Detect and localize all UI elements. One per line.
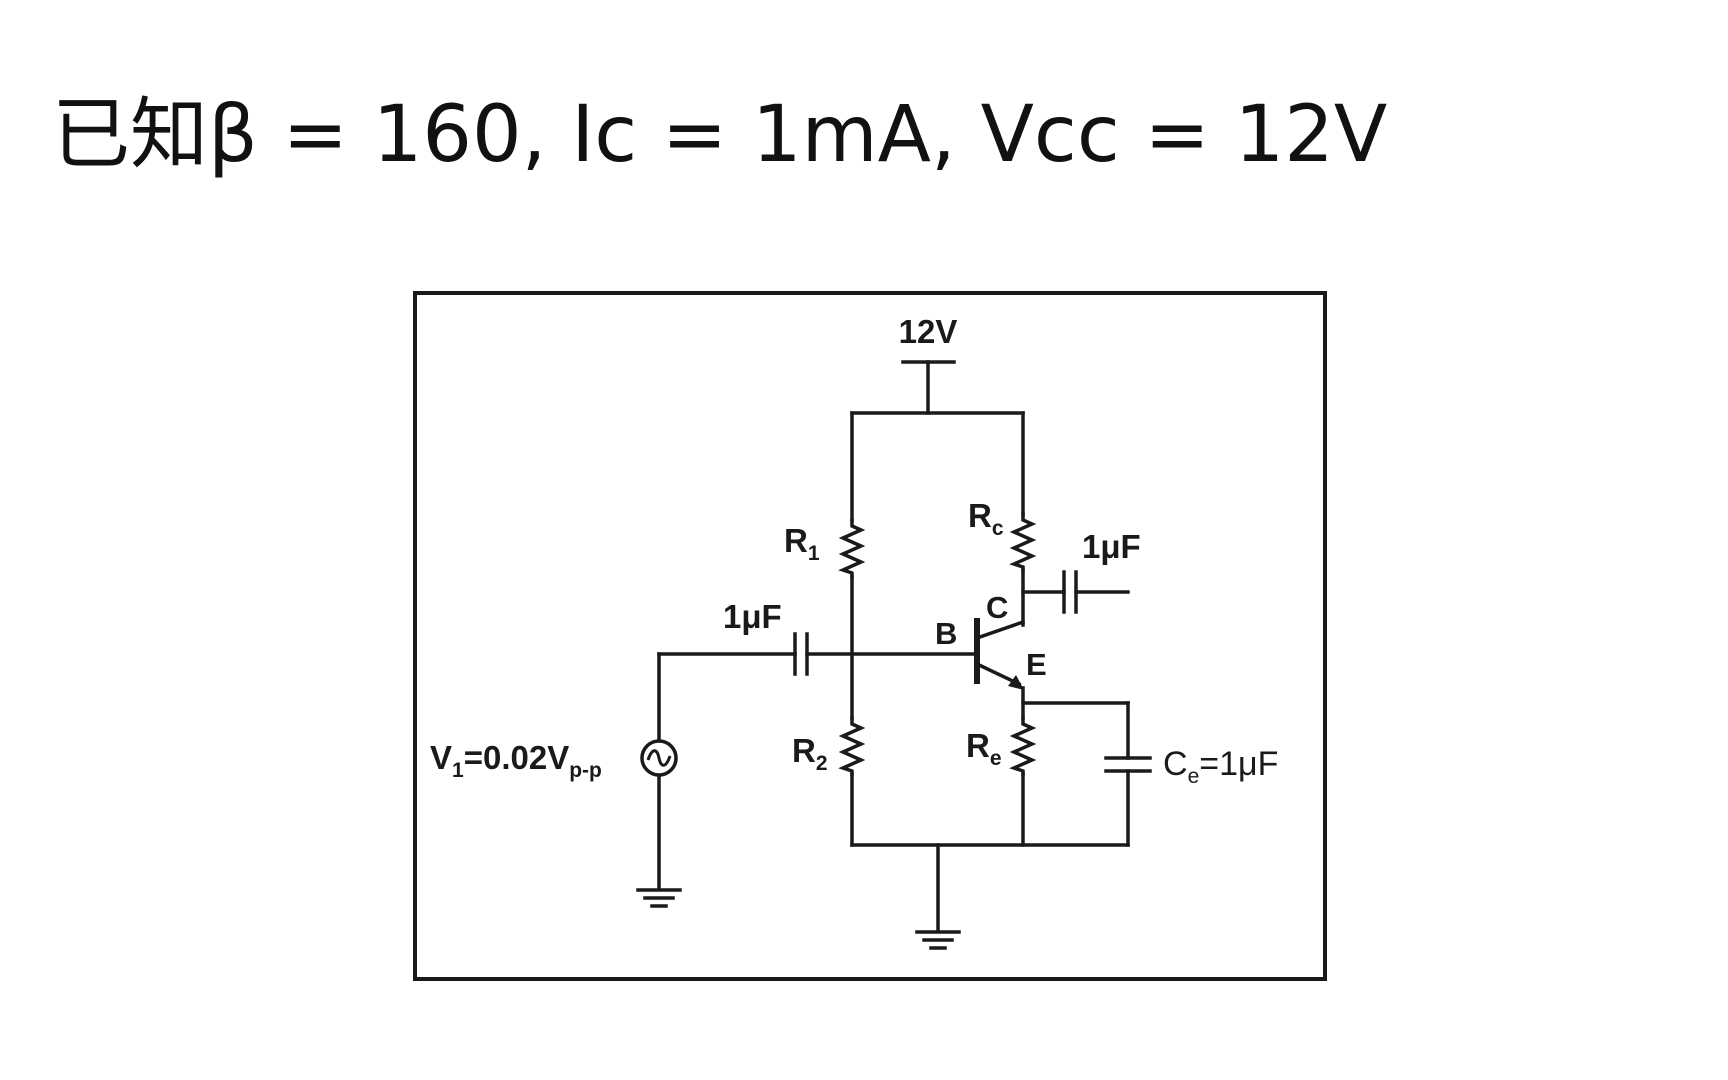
output-capacitor: [1021, 570, 1130, 614]
bypass-capacitor-label: Ce=1μF: [1163, 745, 1278, 788]
emitter-node-wire: [1021, 701, 1130, 847]
bottom-rail-wire: [850, 843, 1130, 932]
ac-source-icon: [640, 739, 678, 777]
r2-resistor: [838, 716, 866, 776]
supply-label: 12V: [899, 313, 958, 350]
input-capacitor-label: 1μF: [723, 598, 782, 635]
re-label: Re: [966, 727, 1002, 770]
input-wire: [657, 652, 979, 890]
r1-label: R1: [784, 522, 820, 565]
output-capacitor-label: 1μF: [1082, 528, 1141, 565]
slide-title: 已知β = 160, Ic = 1mA, Vcc = 12V: [52, 90, 1388, 180]
ground-icon: [915, 930, 961, 950]
diagram-frame: [413, 291, 1327, 981]
npn-transistor: [974, 618, 1026, 720]
collector-label: C: [986, 590, 1008, 625]
re-resistor: [1009, 716, 1037, 776]
rc-resistor: [1009, 512, 1037, 572]
supply-terminal: [901, 360, 956, 415]
bypass-capacitor: [1104, 756, 1152, 773]
r2-label: R2: [792, 732, 828, 775]
input-capacitor: [793, 632, 809, 676]
source-label: V1=0.02Vp-p: [430, 739, 602, 782]
base-label: B: [935, 616, 957, 651]
source-ground-icon: [636, 888, 682, 908]
r1-resistor: [838, 518, 866, 579]
emitter-label: E: [1026, 647, 1047, 682]
rc-label: Rc: [968, 497, 1004, 540]
